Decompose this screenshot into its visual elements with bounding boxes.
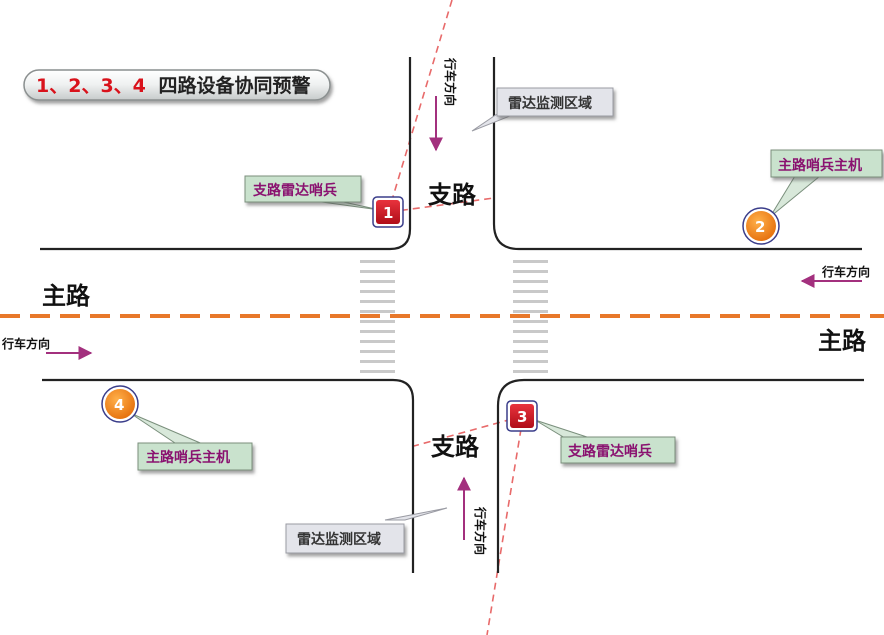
callout-branch-sentinel-bottom: 支路雷达哨兵 bbox=[560, 436, 676, 464]
callout-radar-zone-top-label: 雷达监测区域 bbox=[508, 95, 592, 112]
callout-branch-sentinel-bottom-label: 支路雷达哨兵 bbox=[567, 443, 652, 460]
callout-main-host-right: 主路哨兵主机 bbox=[770, 149, 883, 178]
title-badge: 1、2、3、4 四路设备协同预警 bbox=[23, 69, 331, 101]
main-host-marker-2: 2 bbox=[742, 207, 780, 245]
callout-radar-zone-bottom-label: 雷达监测区域 bbox=[297, 531, 381, 548]
radar-sentinel-marker-3: 3 bbox=[506, 400, 538, 432]
branch-road-label-bottom: 支路 bbox=[431, 433, 480, 461]
road-edge-top-right bbox=[492, 57, 862, 251]
callout-main-host-left-label: 主路哨兵主机 bbox=[146, 449, 230, 466]
radar-coverage-lines bbox=[388, 0, 524, 635]
direction-label-top: 行车方向 bbox=[443, 57, 458, 106]
marker-3-number: 3 bbox=[517, 408, 527, 426]
radar-coverage-top-horizontal bbox=[388, 197, 495, 213]
road-edge-bottom-right bbox=[496, 378, 864, 573]
direction-label-left: 行车方向 bbox=[1, 336, 50, 351]
callout-main-host-left: 主路哨兵主机 bbox=[137, 442, 253, 471]
marker-4-number: 4 bbox=[114, 396, 124, 414]
title-text: 四路设备协同预警 bbox=[159, 74, 311, 97]
road-edges bbox=[40, 57, 864, 573]
pointer-radar-zone-bottom bbox=[384, 507, 448, 521]
pointer-main-host-left bbox=[129, 412, 206, 446]
radar-sentinel-marker-1: 1 bbox=[372, 196, 404, 228]
main-host-marker-4: 4 bbox=[101, 385, 139, 423]
main-road-label-right: 主路 bbox=[818, 327, 867, 355]
radar-coverage-top-diagonal bbox=[388, 0, 453, 211]
crosswalk-left bbox=[360, 260, 395, 373]
marker-2-number: 2 bbox=[755, 218, 765, 236]
radar-coverage-bottom-horizontal bbox=[413, 415, 524, 447]
radar-coverage-bottom-diagonal bbox=[486, 416, 524, 635]
svg-text:1、2、3、4 四路设备协同预警: 1、2、3、4 四路设备协同预警 bbox=[36, 74, 311, 97]
callout-radar-zone-bottom: 雷达监测区域 bbox=[285, 523, 405, 554]
callout-branch-sentinel-top: 支路雷达哨兵 bbox=[244, 175, 362, 203]
main-road-label-left: 主路 bbox=[42, 282, 91, 310]
road-edge-bottom-left bbox=[42, 378, 415, 573]
callout-branch-sentinel-top-label: 支路雷达哨兵 bbox=[252, 182, 337, 199]
marker-1-number: 1 bbox=[383, 204, 393, 222]
direction-label-bottom: 行车方向 bbox=[473, 506, 488, 555]
pointer-branch-sentinel-bottom bbox=[534, 419, 591, 439]
callout-radar-zone-top: 雷达监测区域 bbox=[496, 87, 614, 117]
pointer-main-host-right bbox=[769, 175, 822, 218]
road-edge-top-left bbox=[40, 57, 412, 251]
branch-road-label-top: 支路 bbox=[428, 181, 477, 209]
direction-label-right: 行车方向 bbox=[821, 264, 870, 279]
crosswalk-right bbox=[513, 260, 548, 373]
title-numbers: 1、2、3、4 bbox=[36, 75, 146, 97]
callout-pointers bbox=[129, 111, 822, 521]
callout-main-host-right-label: 主路哨兵主机 bbox=[778, 157, 862, 174]
